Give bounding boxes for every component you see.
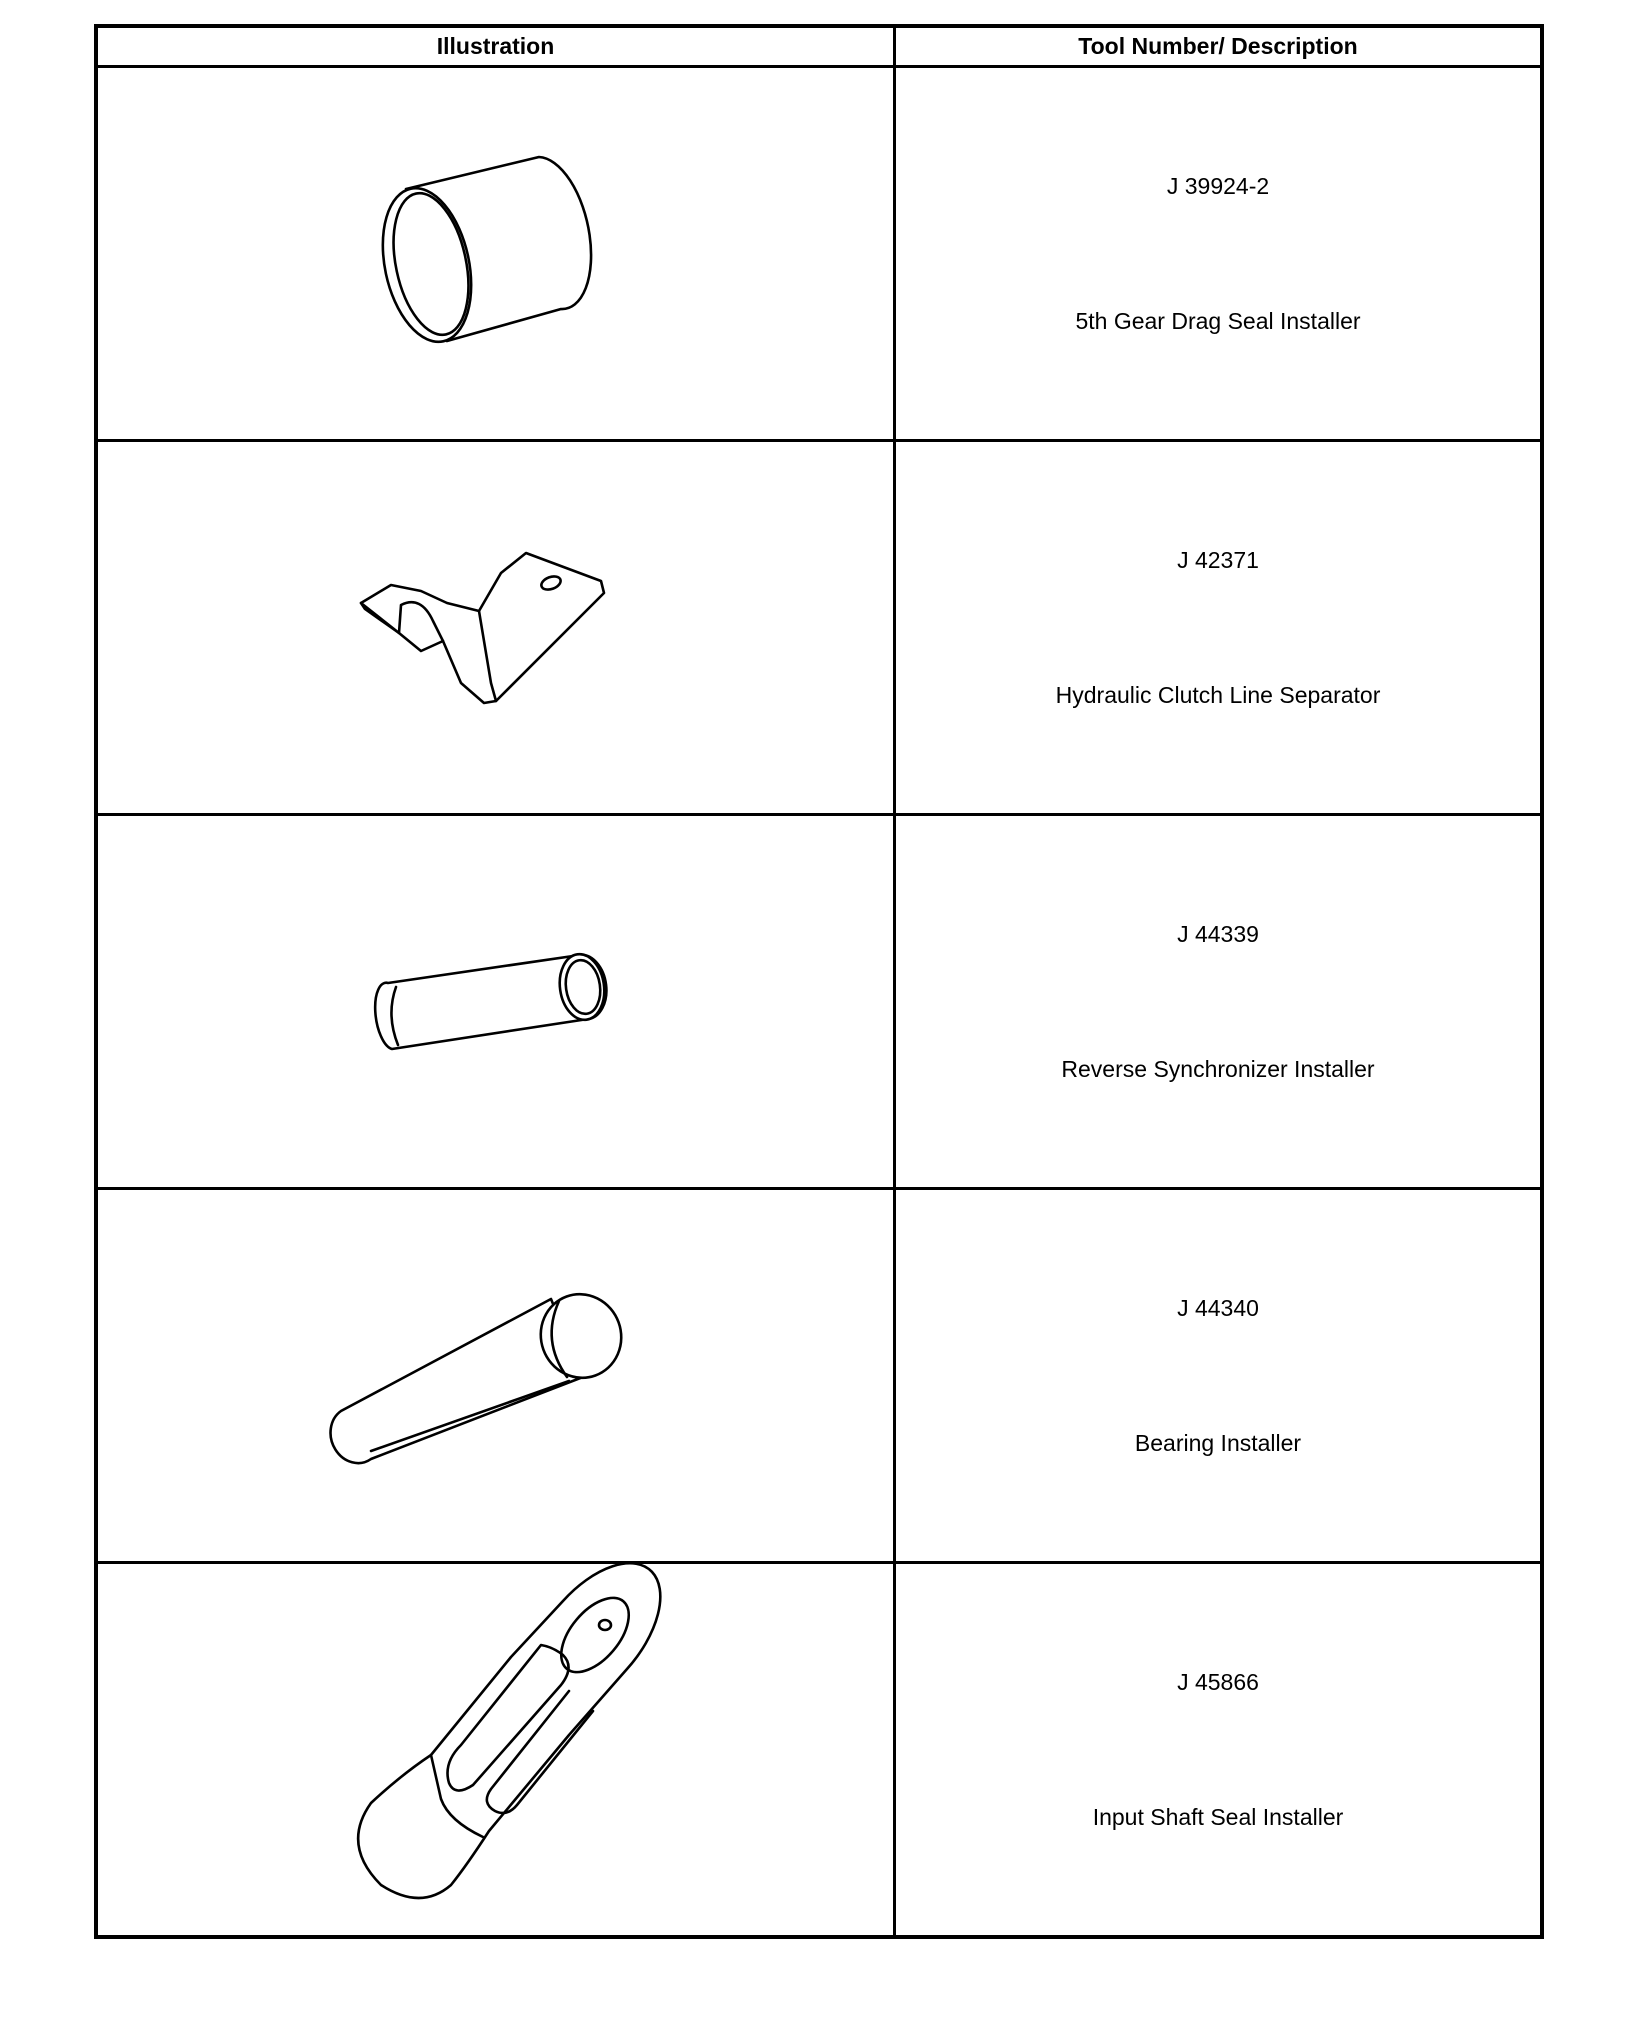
tool-description: 5th Gear Drag Seal Installer xyxy=(1075,308,1361,334)
header-illustration: Illustration xyxy=(98,28,896,65)
description-cell: J 44340 Bearing Installer xyxy=(896,1190,1540,1561)
description-cell: J 45866 Input Shaft Seal Installer xyxy=(896,1564,1540,1935)
illustration-cell xyxy=(98,1190,896,1561)
table-row: J 39924-2 5th Gear Drag Seal Installer xyxy=(98,68,1540,442)
illustration-cell xyxy=(98,442,896,813)
description-cell: J 39924-2 5th Gear Drag Seal Installer xyxy=(896,68,1540,439)
synchronizer-installer-tube-icon xyxy=(373,952,608,1050)
table-row: J 44339 Reverse Synchronizer Installer xyxy=(98,816,1540,1190)
tool-description: Hydraulic Clutch Line Separator xyxy=(1055,682,1381,708)
illustration-cell xyxy=(98,68,896,439)
seal-installer-cylinder-icon xyxy=(381,155,592,343)
tool-description: Bearing Installer xyxy=(1134,1430,1302,1456)
illustration-cell xyxy=(98,1561,896,1935)
description-cell: J 44339 Reverse Synchronizer Installer xyxy=(896,816,1540,1187)
table-row: J 42371 Hydraulic Clutch Line Separator xyxy=(98,442,1540,816)
clutch-line-separator-bracket-icon xyxy=(359,551,605,704)
illustration-cell xyxy=(98,816,896,1187)
tool-number: J 42371 xyxy=(1177,547,1259,573)
tool-number: J 44340 xyxy=(1177,1295,1259,1321)
bearing-installer-rod-icon xyxy=(328,1292,623,1464)
tool-number: J 45866 xyxy=(1177,1669,1259,1695)
description-cell: J 42371 Hydraulic Clutch Line Separator xyxy=(896,442,1540,813)
table-row: J 44340 Bearing Installer xyxy=(98,1190,1540,1564)
special-tools-table: Illustration Tool Number/ Description J … xyxy=(94,24,1544,1939)
tool-description: Input Shaft Seal Installer xyxy=(1092,1804,1344,1830)
table-row: J 45866 Input Shaft Seal Installer xyxy=(98,1561,1540,1935)
tool-description: Reverse Synchronizer Installer xyxy=(1061,1056,1375,1082)
header-tool-number-description: Tool Number/ Description xyxy=(1078,33,1358,59)
input-shaft-seal-installer-icon xyxy=(356,1561,662,1899)
tool-number: J 39924-2 xyxy=(1166,173,1270,199)
tool-number: J 44339 xyxy=(1177,921,1259,947)
table-header-row: Illustration Tool Number/ Description xyxy=(98,28,1540,68)
